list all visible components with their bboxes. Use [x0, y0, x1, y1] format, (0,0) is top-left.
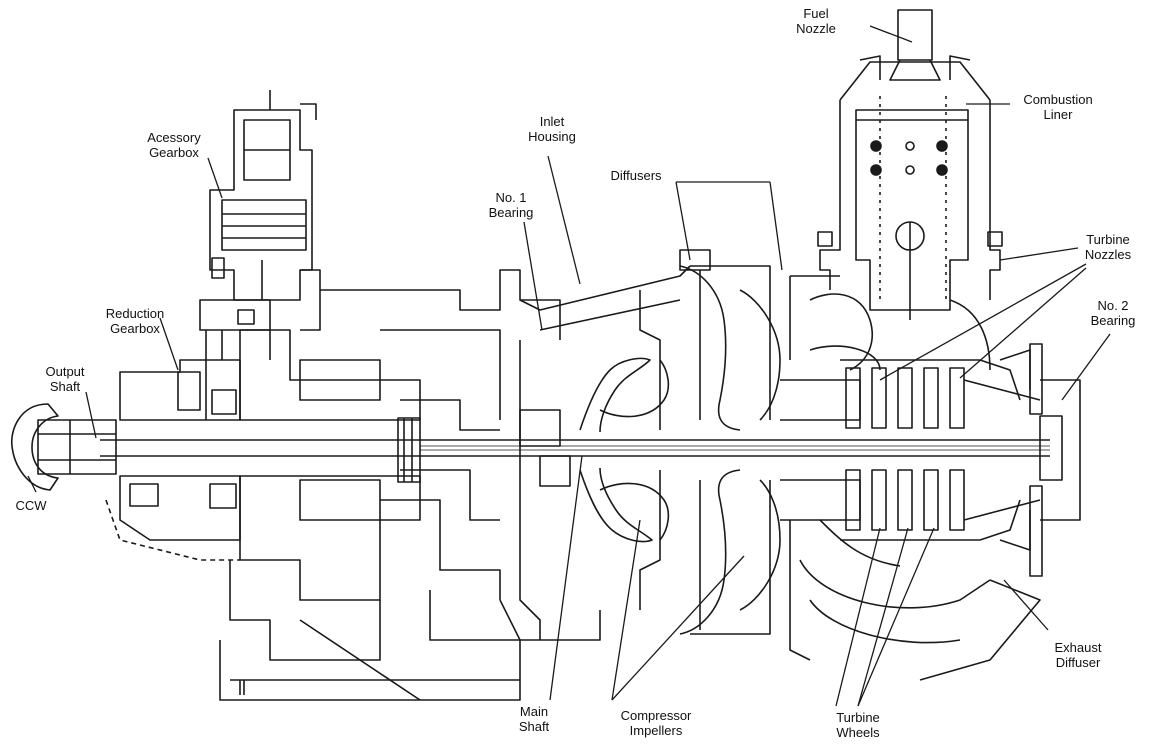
reduction-gearbox-drawing — [105, 329, 521, 701]
label-diffusers: Diffusers — [610, 168, 662, 183]
turbine-section-drawing — [780, 343, 1081, 681]
output-shaft-coupling — [10, 403, 117, 491]
leader-lines — [27, 25, 1111, 707]
compressor-impellers-drawing — [579, 249, 781, 635]
inlet-housing-drawing — [320, 265, 691, 641]
accessory-gearbox-drawing — [199, 90, 321, 420]
combustion-chamber-drawing — [789, 9, 1003, 371]
label-ccw: CCW — [15, 498, 47, 513]
